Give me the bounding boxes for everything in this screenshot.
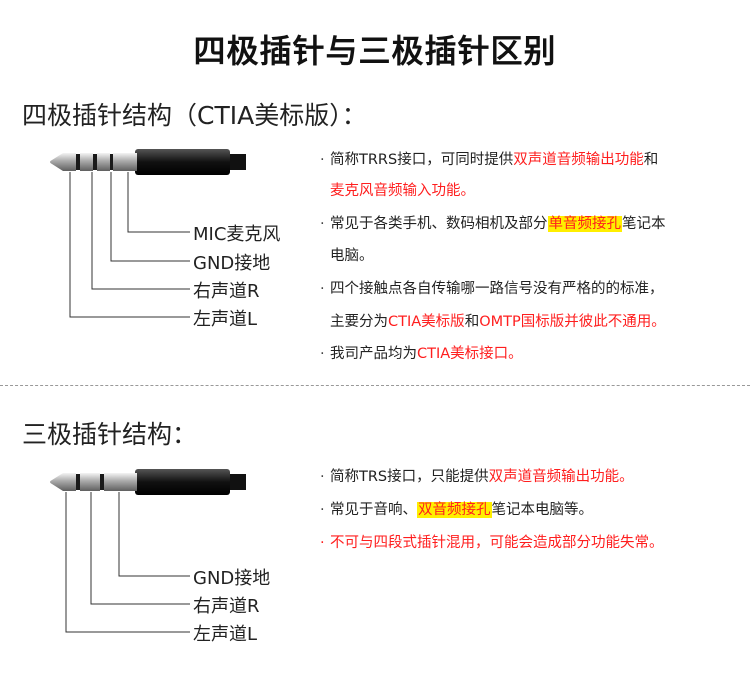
jack-sleeve xyxy=(104,473,137,491)
jack-cable xyxy=(228,474,246,490)
desc2-line1: ·简称TRS接口，只能提供双声道音频输出功能。 xyxy=(320,469,634,485)
desc2-line3: ·不可与四段式插针混用，可能会造成部分功能失常。 xyxy=(320,535,664,551)
desc1-line2: 麦克风音频输入功能。 xyxy=(330,183,475,199)
leader-left xyxy=(69,172,190,318)
jack-cable xyxy=(228,154,246,170)
bullet: · xyxy=(320,152,325,168)
leader-right xyxy=(90,492,190,605)
jack-ring xyxy=(80,473,100,491)
leader-gnd xyxy=(110,172,190,262)
section-divider xyxy=(0,385,750,386)
jack-ring1 xyxy=(80,153,93,171)
jack-ring2 xyxy=(97,153,110,171)
jack-tip xyxy=(50,473,76,491)
pin-label-left: 左声道L xyxy=(193,624,258,645)
section2-heading: 三极插针结构： xyxy=(22,420,198,449)
desc1-line1: ·简称TRRS接口，可同时提供双声道音频输出功能和 xyxy=(320,152,659,168)
desc1-line7: ·我司产品均为CTIA美标接口。 xyxy=(320,346,523,362)
pin-label-right: 右声道R xyxy=(193,596,260,617)
desc2-line2: ·常见于音响、双音频接孔笔记本电脑等。 xyxy=(320,502,593,518)
pin-label-mic: MIC麦克风 xyxy=(193,224,281,245)
pin-label-gnd: GND接地 xyxy=(193,253,271,274)
four-pole-jack-diagram xyxy=(50,149,246,318)
leader-mic xyxy=(127,172,190,233)
desc1-line5: ·四个接触点各自传输哪一路信号没有严格的的标准， xyxy=(320,281,664,297)
pin-label-left: 左声道L xyxy=(193,309,258,330)
page-title: 四极插针与三极插针区别 xyxy=(193,32,557,70)
desc1-line6: 主要分为CTIA美标版和OMTP国标版并彼此不通用。 xyxy=(330,314,666,330)
leader-right xyxy=(91,172,190,290)
desc1-line3: ·常见于各类手机、数码相机及部分单音频接孔笔记本 xyxy=(320,216,666,232)
desc1-line4: 电脑。 xyxy=(330,248,374,264)
jack-sleeve xyxy=(113,153,137,171)
pin-label-gnd: GND接地 xyxy=(193,568,271,589)
section1-heading: 四极插针结构（CTIA美标版）： xyxy=(22,101,367,130)
jack-plug-body xyxy=(135,149,230,175)
highlight-single-jack: 单音频接孔 xyxy=(547,216,622,232)
highlight-dual-jack: 双音频接孔 xyxy=(417,502,492,518)
pin-label-right: 右声道R xyxy=(193,281,260,302)
jack-tip xyxy=(50,153,76,171)
leader-left xyxy=(65,492,190,633)
jack-plug-body xyxy=(135,469,230,495)
leader-gnd xyxy=(118,492,190,577)
